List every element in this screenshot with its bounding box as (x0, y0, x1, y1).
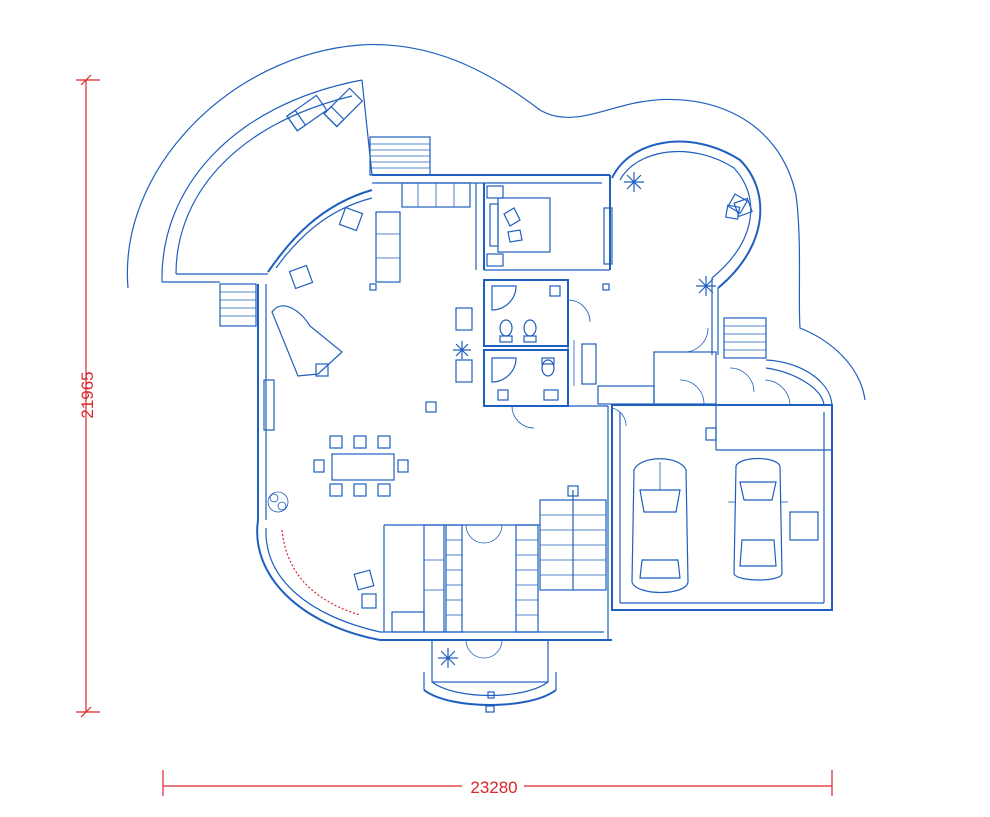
garage-car-left (631, 458, 689, 593)
garage-car-right (728, 457, 788, 581)
main-staircase (515, 485, 607, 633)
bed (497, 197, 551, 253)
vertical-dimension-label: 21965 (78, 371, 97, 418)
exterior-walls (256, 174, 833, 641)
north-stairs (369, 136, 431, 176)
hall-door (465, 524, 503, 544)
dining-table (331, 453, 395, 481)
curved-window (281, 529, 361, 616)
kitchen (391, 524, 463, 633)
terrace-boundary-curve (126, 43, 866, 401)
bedroom (475, 183, 613, 271)
northeast-sunroom (602, 140, 762, 355)
northwest-terrace (161, 79, 373, 283)
horizontal-dimension-label: 23280 (470, 778, 517, 797)
west-stairs (219, 283, 257, 327)
horizontal-dimension: 23280 (162, 770, 833, 797)
east-lobby (597, 327, 791, 441)
east-stairs (723, 317, 833, 406)
living-room-furniture (263, 182, 473, 609)
vertical-dimension: 21965 (76, 74, 100, 718)
interior-partitions (383, 405, 609, 640)
grand-piano (271, 305, 343, 377)
garage-storage-box (789, 511, 819, 541)
entrance-porch (423, 639, 557, 713)
